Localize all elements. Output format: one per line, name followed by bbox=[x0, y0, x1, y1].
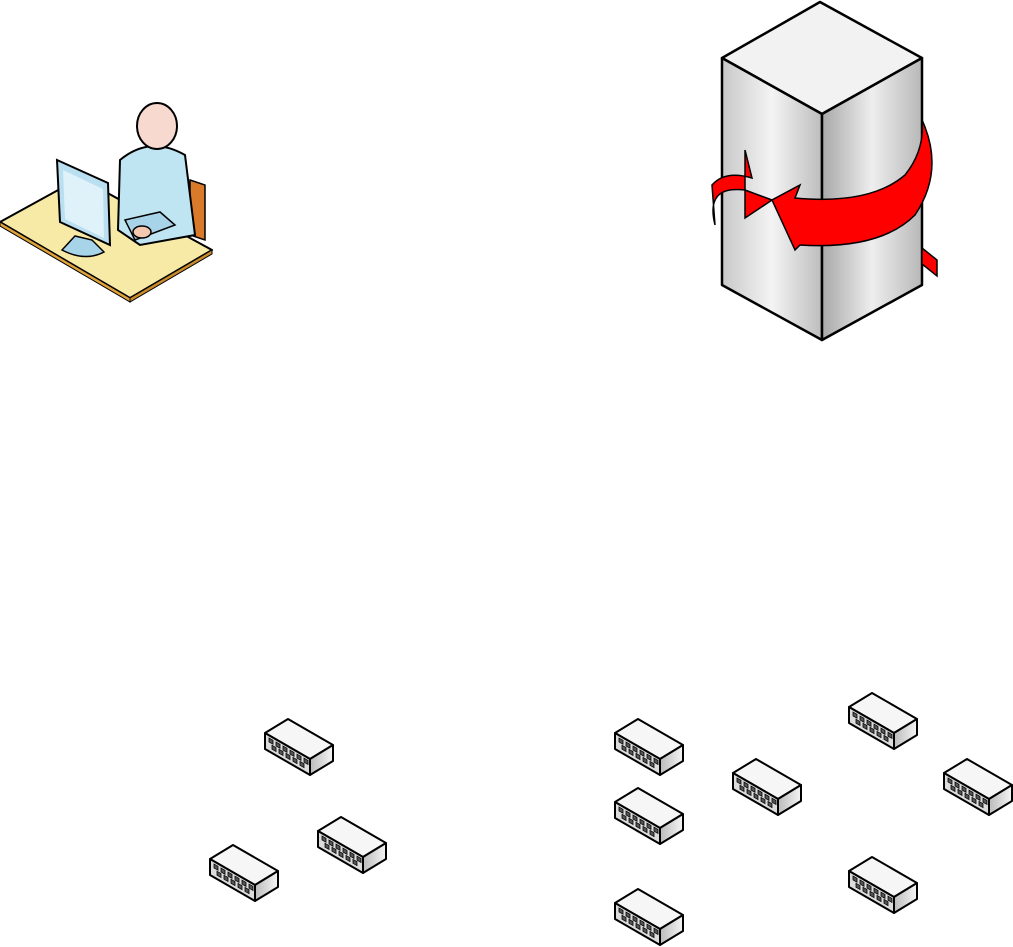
network-switch-icon bbox=[943, 758, 1013, 816]
network-switch-icon bbox=[317, 816, 387, 874]
user-workstation-icon bbox=[0, 102, 213, 303]
network-switch-icon bbox=[848, 856, 918, 914]
network-switch-icon bbox=[264, 718, 334, 776]
server-with-rotating-arrow-icon bbox=[711, 0, 938, 342]
network-switch-icon bbox=[848, 692, 918, 750]
network-switch-icon bbox=[209, 844, 279, 902]
network-switch-icon bbox=[614, 888, 684, 946]
network-switch-icon bbox=[614, 718, 684, 776]
network-switch-icon bbox=[614, 787, 684, 845]
network-switch-icon bbox=[732, 758, 802, 816]
